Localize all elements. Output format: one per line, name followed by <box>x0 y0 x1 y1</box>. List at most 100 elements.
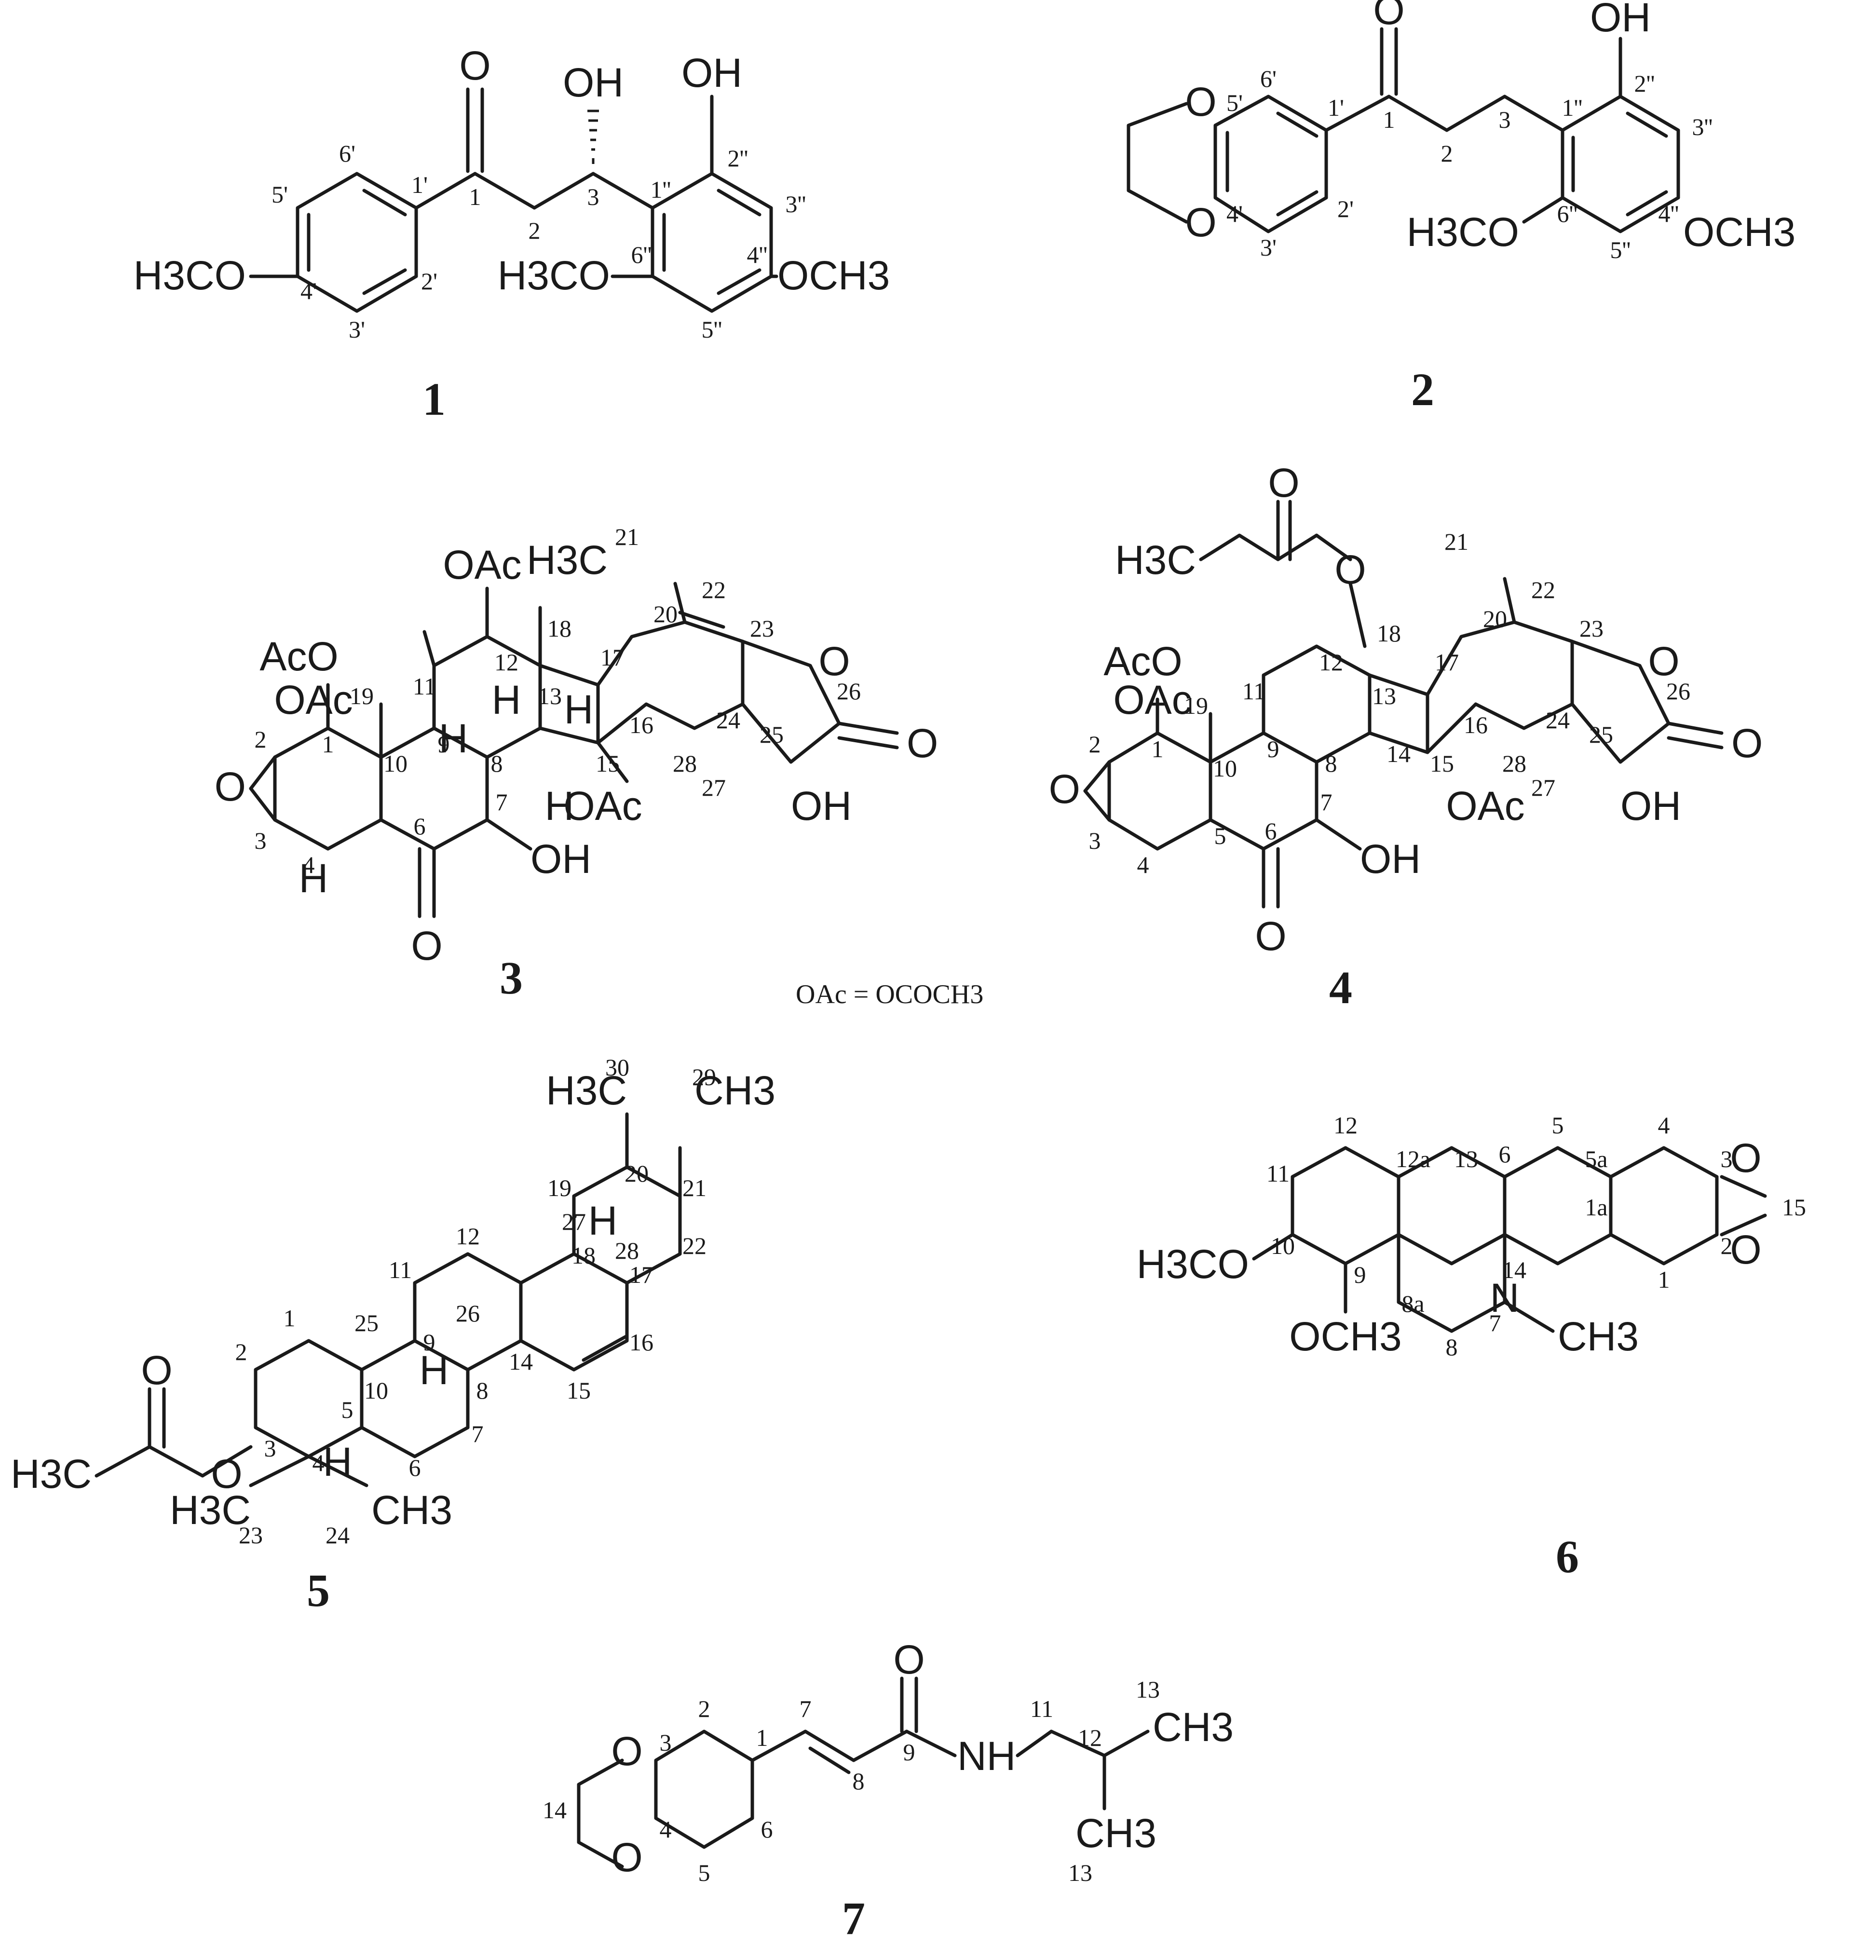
position-label: 8 <box>476 1377 489 1404</box>
atom-label: CH3 <box>371 1487 452 1533</box>
position-label: 9 <box>438 731 450 758</box>
position-label: 1 <box>756 1724 768 1751</box>
compound-number: 3 <box>500 952 523 1004</box>
compound-7-atom-labels: O O O NH CH3 CH3 <box>611 1637 1234 1880</box>
compound-7-position-labels: 1 2 3 4 5 6 7 8 9 11 12 13 13 14 <box>543 1676 1160 1886</box>
position-label: 26 <box>456 1300 480 1327</box>
atom-label: OH <box>1620 783 1681 829</box>
position-label: 8 <box>1325 750 1337 777</box>
position-label: 2 <box>698 1695 710 1722</box>
position-label: 3 <box>264 1435 276 1462</box>
atom-label: O <box>611 1729 642 1774</box>
compound-6: O O H3CO OCH3 N CH3 1 1a 2 3 4 5 5a 6 7 … <box>1137 1112 1806 1582</box>
position-label: 2 <box>1721 1232 1733 1259</box>
compound-number: 6 <box>1556 1531 1579 1582</box>
atom-label: O <box>1648 639 1679 684</box>
atom-label: O <box>893 1637 924 1682</box>
position-label: 10 <box>383 750 408 777</box>
atom-label: OAc <box>1113 677 1192 722</box>
atom-label: OH <box>1360 836 1421 882</box>
atom-label: CH3 <box>1153 1704 1234 1750</box>
position-label: 12 <box>1078 1724 1102 1751</box>
compound-1-position-labels: 1 2 3 1' 2' 3' 4' 5' 6' 1'' 2'' 3'' 4'' … <box>272 140 806 343</box>
position-label: 4' <box>1226 200 1243 227</box>
atom-label: OH <box>791 783 852 829</box>
compound-2-position-labels: 1 2 3 1' 2' 3' 4' 5' 6' 1'' 2'' 3'' 4'' … <box>1226 65 1713 263</box>
position-label: 14 <box>509 1348 533 1375</box>
position-label: 7 <box>472 1420 484 1447</box>
position-label: 12a <box>1396 1145 1430 1172</box>
position-label: 25 <box>760 721 784 748</box>
compound-5-position-labels: 1 2 3 4 5 6 7 8 9 10 11 12 14 15 16 17 1… <box>235 1054 717 1549</box>
atom-label: H3C <box>170 1487 251 1533</box>
atom-label: OH <box>681 50 742 95</box>
position-label: 8 <box>491 750 503 777</box>
atom-label: AcO <box>1103 639 1182 684</box>
atom-label: H3CO <box>1407 209 1519 255</box>
position-label: 19 <box>1184 692 1208 719</box>
position-label: 27 <box>562 1208 586 1235</box>
position-label: 5 <box>698 1859 710 1886</box>
position-label: 1 <box>284 1305 296 1332</box>
position-label: 2 <box>1089 731 1101 758</box>
position-label: 1' <box>411 171 428 198</box>
position-label: 5 <box>1214 822 1226 849</box>
atom-label: OH <box>530 836 591 882</box>
atom-label: O <box>1268 460 1299 505</box>
compound-4-bonds <box>1083 500 1724 909</box>
position-label: 2' <box>421 268 437 295</box>
atom-label: H <box>492 677 521 722</box>
atom-label: OH <box>563 60 624 105</box>
atom-label: OAc <box>274 677 353 722</box>
position-label: 1'' <box>650 176 671 203</box>
atom-label: CH3 <box>1075 1810 1156 1856</box>
position-label: 3 <box>255 827 267 854</box>
compound-1: O OH OH H3CO H3CO OCH3 1 2 3 1' 2' 3' 4'… <box>134 43 890 425</box>
atom-label: O <box>1730 1135 1761 1181</box>
atom-label: AcO <box>259 634 338 679</box>
compound-1-bonds <box>249 87 778 313</box>
atom-label: O <box>1255 913 1286 959</box>
compound-1-atom-labels: O OH OH H3CO H3CO OCH3 <box>134 43 890 298</box>
position-label: 4 <box>313 1449 325 1476</box>
position-label: 3 <box>1089 827 1101 854</box>
atom-label: O <box>459 43 490 88</box>
position-label: 6 <box>1499 1141 1511 1168</box>
atom-label: H <box>439 716 468 761</box>
atom-label: O <box>1334 547 1366 592</box>
atom-label: N <box>1490 1275 1520 1320</box>
position-label: 21 <box>615 523 639 550</box>
position-label: 10 <box>364 1377 388 1404</box>
position-label: 25 <box>1589 721 1613 748</box>
position-label: 7 <box>1489 1309 1501 1336</box>
position-label: 16 <box>629 1329 653 1356</box>
position-label: 4'' <box>1658 200 1679 227</box>
atom-label: O <box>611 1835 642 1880</box>
atom-label: O <box>215 764 246 809</box>
position-label: 3'' <box>785 191 806 218</box>
atom-label: OCH3 <box>1289 1314 1401 1359</box>
compound-2-bonds <box>1127 27 1680 233</box>
position-label: 1 <box>1152 735 1164 762</box>
position-label: 13 <box>1136 1676 1160 1703</box>
position-label: 5 <box>341 1396 353 1423</box>
atom-label: H3CO <box>134 253 246 298</box>
compound-3-bonds <box>249 582 899 918</box>
atom-label: H <box>588 1198 618 1243</box>
position-label: 27 <box>1531 774 1555 801</box>
atom-label: NH <box>957 1733 1016 1779</box>
position-label: 21 <box>682 1174 707 1201</box>
position-label: 2'' <box>727 145 748 172</box>
position-label: 7 <box>496 789 508 816</box>
compound-number: 5 <box>307 1565 330 1616</box>
position-label: 5'' <box>701 316 722 343</box>
atom-label: H3CO <box>498 253 610 298</box>
position-label: 2 <box>1441 140 1453 167</box>
position-label: 5 <box>1552 1112 1564 1139</box>
position-label: 8 <box>853 1768 865 1795</box>
position-label: 26 <box>1666 678 1690 705</box>
position-label: 5a <box>1585 1145 1607 1172</box>
position-label: 10 <box>1271 1232 1295 1259</box>
position-label: 22 <box>1531 576 1555 603</box>
position-label: 12 <box>456 1223 480 1250</box>
